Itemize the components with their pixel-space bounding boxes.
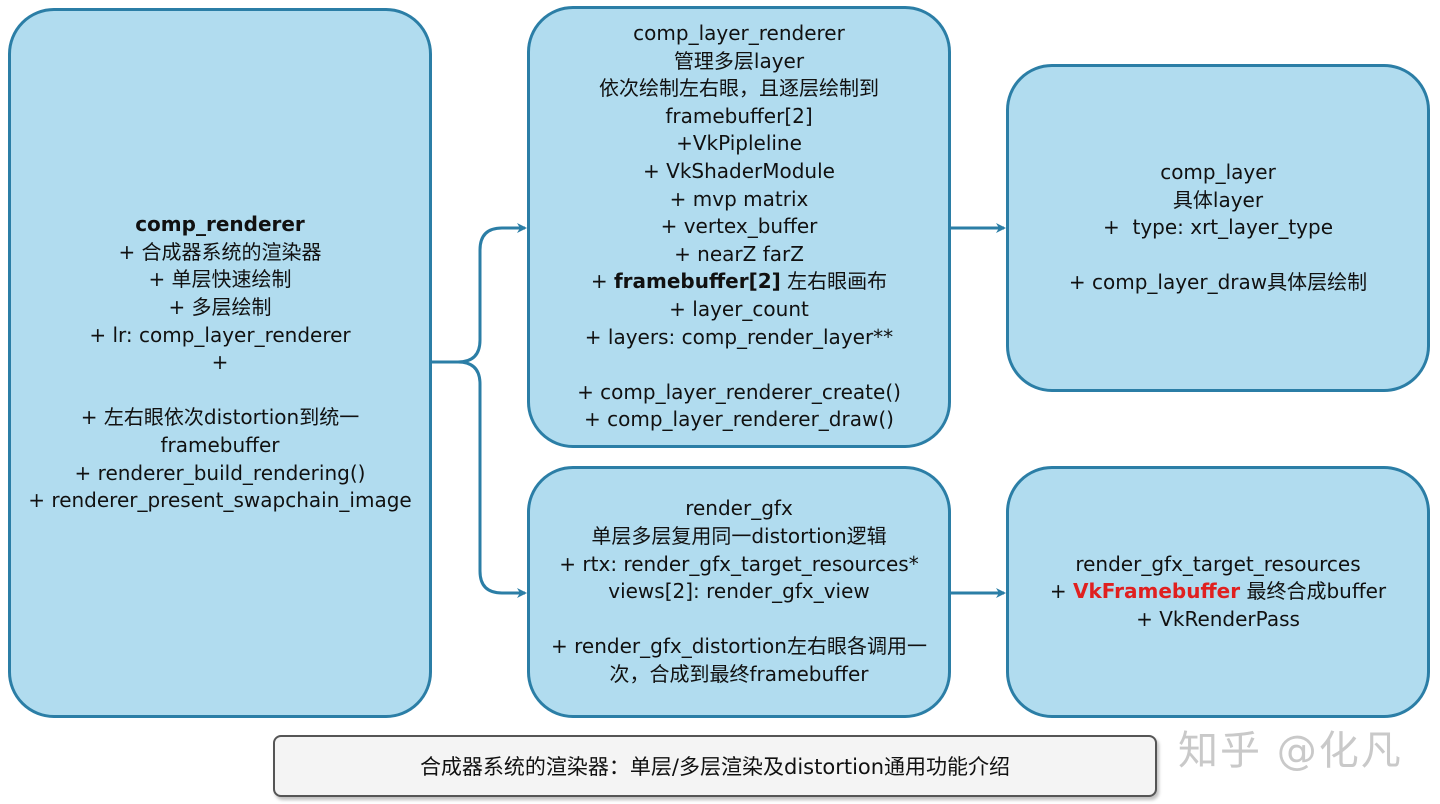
comp-layer-renderer-title: comp_layer_renderer [633,21,845,46]
framebuffer-prefix: + [590,269,614,294]
comp-layer-title: comp_layer [1160,160,1276,185]
comp-layer-renderer-line: 管理多层layer [673,48,805,73]
comp-renderer-box: comp_renderer + 合成器系统的渲染器 + 单层快速绘制 + 多层绘… [8,8,432,718]
comp-renderer-line: + lr: comp_layer_renderer [89,322,351,347]
vkframebuffer-suffix: 最终合成buffer [1240,579,1387,604]
render-gfx-box: render_gfx 单层多层复用同一distortion逻辑 + rtx: r… [527,466,951,718]
comp-layer-renderer-line: + vertex_buffer [660,214,818,239]
comp-layer-renderer-box: comp_layer_renderer 管理多层layer 依次绘制左右眼，且逐… [527,6,951,448]
arrow-renderer-to-layer-renderer [432,223,527,364]
framebuffer-bold: framebuffer[2] [613,269,781,294]
vkframebuffer-highlight: VkFramebuffer [1072,579,1241,604]
arrow-renderer-to-render-gfx [432,360,527,598]
vkframebuffer-line: + VkFramebuffer 最终合成buffer [1050,578,1386,606]
comp-layer-box: comp_layer 具体layer + type: xrt_layer_typ… [1006,64,1430,392]
comp-renderer-line: + [211,350,229,375]
comp-renderer-line: + 多层绘制 [168,295,272,320]
comp-layer-renderer-line: + comp_layer_renderer_draw() [584,407,894,432]
comp-renderer-line: + 单层快速绘制 [148,267,292,292]
comp-layer-renderer-line: + comp_layer_renderer_create() [577,379,901,404]
render-gfx-line: + rtx: render_gfx_target_resources* [559,551,919,576]
render-gfx-line: 次，合成到最终framebuffer [609,661,869,686]
comp-layer-renderer-line: + mvp matrix [669,186,809,211]
comp-layer-renderer-line: + layers: comp_render_layer** [584,324,894,349]
comp-layer-renderer-line: framebuffer[2] [665,103,813,128]
comp-renderer-line: + 左右眼依次distortion到统一 [80,405,360,430]
render-gfx-line: + render_gfx_distortion左右眼各调用一 [551,634,927,659]
comp-renderer-line: + 合成器系统的渲染器 [118,239,322,264]
comp-layer-renderer-line: +VkPipleline [676,131,802,156]
render-gfx-target-line: + VkRenderPass [1136,606,1300,631]
comp-renderer-line: framebuffer [160,432,280,457]
render-gfx-title: render_gfx [685,496,793,521]
comp-renderer-line: + renderer_build_rendering() [74,460,366,485]
comp-renderer-line: + renderer_present_swapchain_image [28,488,412,513]
render-gfx-line: views[2]: render_gfx_view [608,579,870,604]
comp-layer-line: 具体layer [1172,187,1264,212]
comp-layer-renderer-line: 依次绘制左右眼，且逐层绘制到 [599,76,879,101]
diagram-caption: 合成器系统的渲染器：单层/多层渲染及distortion通用功能介绍 [273,735,1157,797]
render-gfx-target-title: render_gfx_target_resources [1075,551,1361,576]
comp-layer-renderer-line: + VkShaderModule [643,159,835,184]
render-gfx-line: 单层多层复用同一distortion逻辑 [591,524,887,549]
comp-layer-renderer-line: + layer_count [669,296,809,321]
comp-layer-line: + type: xrt_layer_type [1103,215,1333,240]
zhihu-watermark: 知乎 @化凡 [1178,728,1403,774]
render-gfx-target-resources-box: render_gfx_target_resources + VkFramebuf… [1006,466,1430,718]
comp-layer-line: + comp_layer_draw具体层绘制 [1068,270,1368,295]
vkframebuffer-prefix: + [1049,579,1073,604]
comp-layer-renderer-line: + nearZ farZ [674,241,804,266]
comp-renderer-title: comp_renderer [135,212,305,237]
framebuffer-canvas-line: + framebuffer[2] 左右眼画布 [591,268,887,296]
caption-text: 合成器系统的渲染器：单层/多层渲染及distortion通用功能介绍 [419,755,1011,779]
framebuffer-suffix: 左右眼画布 [780,269,888,294]
